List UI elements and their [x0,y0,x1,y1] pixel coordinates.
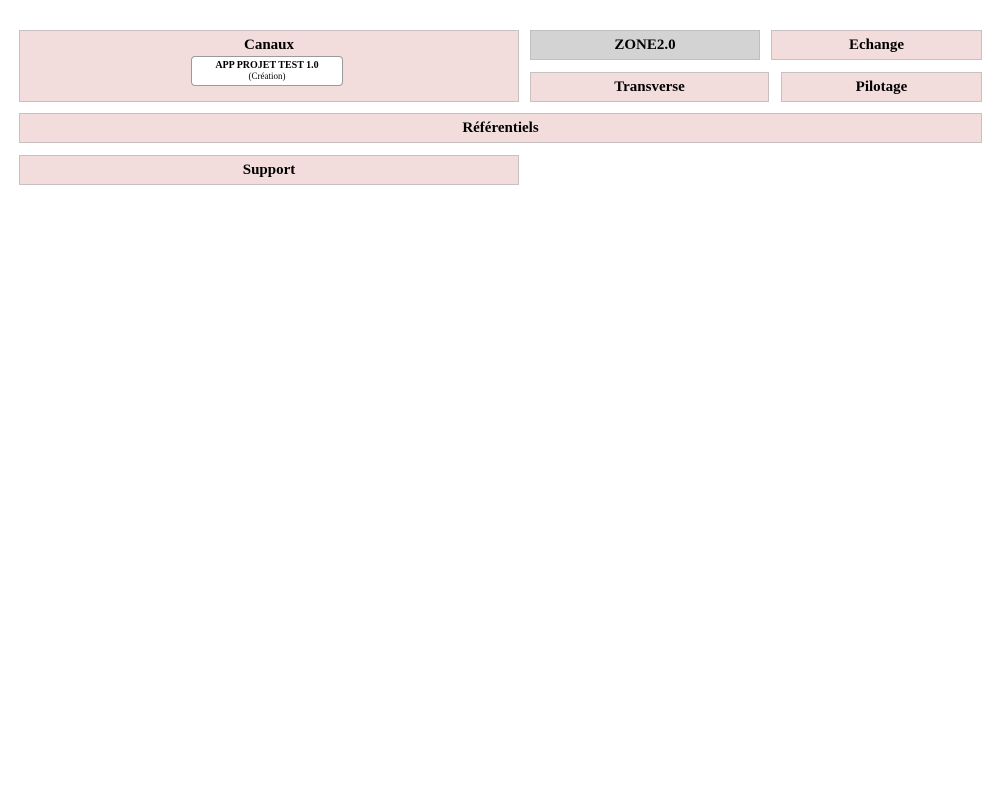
zone-support[interactable]: Support [19,155,519,185]
zone-canaux[interactable]: Canaux APP PROJET TEST 1.0 (Création) [19,30,519,102]
zone-support-label: Support [242,161,296,178]
zone-zone2[interactable]: ZONE2.0 [530,30,760,60]
app-node-subtitle: (Création) [248,71,286,81]
zone-referentiels[interactable]: Référentiels [19,113,982,143]
zone-echange[interactable]: Echange [771,30,982,60]
zone-echange-label: Echange [848,36,904,53]
zone-canaux-label: Canaux [243,37,295,53]
zone-zone2-label: ZONE2.0 [614,36,676,53]
app-node-projet-test[interactable]: APP PROJET TEST 1.0 (Création) [191,56,343,86]
zone-pilotage-label: Pilotage [855,78,908,95]
zone-transverse-label: Transverse [614,78,685,95]
app-node-title: APP PROJET TEST 1.0 [215,60,319,71]
zone-referentiels-label: Référentiels [462,119,539,136]
zone-transverse[interactable]: Transverse [530,72,769,102]
zone-pilotage[interactable]: Pilotage [781,72,982,102]
